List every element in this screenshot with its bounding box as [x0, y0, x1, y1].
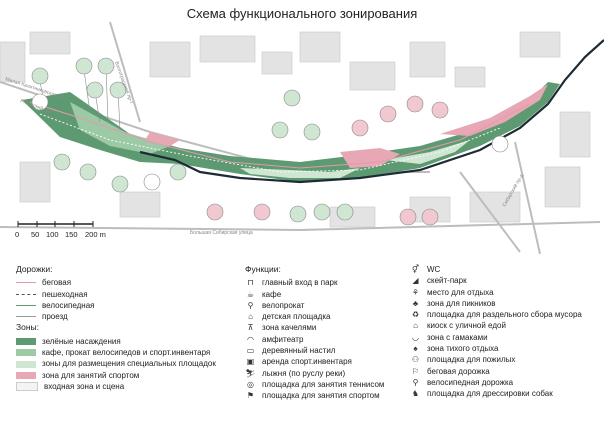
elderly-icon: ⚇ — [411, 355, 420, 365]
legend-fn: ▣аренда спорт.инвентаря — [246, 357, 352, 367]
legend-fn: ◠амфитеатр — [247, 334, 304, 344]
legend-fn: ♠зона тихого отдыха — [410, 343, 582, 354]
legend-fn: ♣зона для пикников — [410, 298, 582, 309]
legend-item-pedestrian: пешеходная — [16, 289, 216, 300]
legend-zone-special: зоны для размещения специальных площадок — [16, 358, 216, 369]
legend-functions-1: Функции: ⊓главный вход в парк ☕кафе ⚲вел… — [245, 264, 384, 402]
sport-zone — [340, 148, 400, 168]
sport-zone-2 — [440, 84, 548, 136]
rest-icon: ⚘ — [411, 287, 420, 297]
hammock-icon: ◡ — [412, 332, 419, 342]
legend-item-running: беговая — [16, 277, 216, 288]
legend-item-bike: велосипедная — [16, 300, 216, 311]
ski-icon: ⛷ — [245, 368, 256, 378]
pedestrian-path — [39, 113, 501, 173]
running-path — [29, 101, 531, 169]
sport-zone-3 — [145, 132, 180, 146]
legend-fn: ⌂детская площадка — [245, 311, 384, 322]
legend-fn: ⚲велопрокат — [245, 300, 384, 311]
scale-label: 0 — [15, 230, 19, 239]
gate-icon: ⊓ — [247, 278, 254, 288]
kiosk-icon: ⌂ — [413, 321, 418, 331]
tennis-icon: ◎ — [247, 379, 254, 389]
paths-header: Дорожки: — [16, 264, 53, 274]
legend-fn: ☕кафе — [246, 289, 282, 299]
river — [139, 39, 604, 184]
scale-label: 150 — [65, 230, 78, 239]
scale-label: 50 — [31, 230, 39, 239]
scale-bar: 0 50 100 150 200 m — [15, 221, 106, 239]
legend-fn: ⚇площадка для пожилых — [411, 355, 516, 365]
scale-label: 200 m — [85, 230, 106, 239]
legend-fn: ⚐беговая дорожка — [411, 366, 490, 376]
legend-item-road: проезд — [16, 311, 216, 322]
legend-fn: ⊼зона качелями — [245, 322, 384, 333]
legend-fn: ♻площадка для раздельного сбора мусора — [411, 310, 582, 320]
sport-icon: ⚑ — [246, 391, 255, 401]
playground-icon: ⌂ — [248, 312, 253, 322]
legend-fn: ⚲велосипедная дорожка — [410, 377, 582, 388]
special-zone-2 — [385, 140, 470, 164]
legend-zone-entrance: входная зона и сцена — [16, 381, 216, 392]
zones-header: Зоны: — [16, 322, 40, 333]
legend-fn: ⊓главный вход в парк — [245, 277, 384, 288]
amphitheatre-icon: ◠ — [247, 334, 254, 344]
quiet-icon: ♠ — [413, 344, 418, 354]
skate-icon: ◢ — [412, 276, 419, 286]
functions-header: Функции: — [245, 264, 281, 274]
wc-icon: ⚥ — [411, 265, 420, 274]
scale-label: 100 — [46, 230, 59, 239]
legend-zone-sport: зона для занятий спортом — [16, 370, 216, 381]
legend-fn: ⛷лыжня (по руслу реки) — [245, 368, 346, 378]
rental-icon: ▣ — [246, 357, 255, 367]
cyclist-icon: ⚲ — [412, 377, 419, 387]
legend-fn: ◡зона с гамаками — [412, 332, 488, 342]
legend-paths-zones: Дорожки: беговая пешеходная велосипедная… — [16, 264, 216, 392]
legend-zone-cafe: кафе, прокат велосипедов и спорт.инвента… — [16, 347, 216, 358]
legend-fn: ⚥WC — [411, 265, 441, 274]
deck-icon: ▭ — [246, 346, 255, 356]
picnic-icon: ♣ — [412, 298, 419, 308]
recycle-icon: ♻ — [411, 310, 420, 320]
cup-icon: ☕ — [246, 289, 255, 299]
callout-markers — [31, 57, 509, 226]
legend-fn: ⚑площадка для занятия спортом — [246, 391, 380, 401]
legend-fn: ◢скейт-парк — [410, 275, 582, 286]
bicycle-icon: ⚲ — [247, 300, 254, 310]
swing-icon: ⊼ — [247, 323, 254, 333]
legend-zone-green: зелёные насаждения — [16, 336, 216, 347]
legend-fn: ◎площадка для занятия теннисом — [247, 379, 385, 389]
legend-fn: ♞площадка для дрессировки собак — [411, 389, 553, 399]
runner-icon: ⚐ — [411, 366, 420, 376]
legend-fn: ⚘место для отдыха — [411, 287, 494, 297]
legend-fn: ▭деревянный настил — [246, 346, 336, 356]
legend-functions-2: ⚥WC ◢скейт-парк ⚘место для отдыха ♣зона … — [410, 264, 582, 400]
legend-fn: ⌂киоск с уличной едой — [410, 320, 582, 331]
cafe-zone — [70, 102, 170, 154]
zoning-map: Большая Сибирская улица Сибирский пр-д Р… — [0, 22, 604, 254]
street-label: Большая Сибирская улица — [190, 230, 253, 236]
page-title: Схема функционального зонирования — [186, 6, 418, 21]
dog-icon: ♞ — [411, 389, 420, 399]
